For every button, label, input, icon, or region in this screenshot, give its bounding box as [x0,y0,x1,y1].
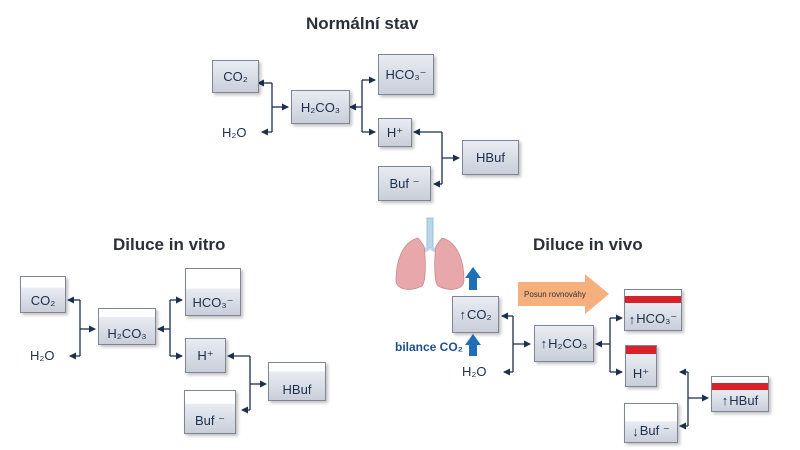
vitro-buf-label: Buf ⁻ [195,413,225,428]
vivo-buf-label: Buf ⁻ [639,423,670,438]
vivo-co2-box: ↑ CO₂ [452,296,499,333]
vivo-hco3-box: ↑ HCO₃⁻ [624,289,682,331]
blue-up-arrow-icon [465,267,481,290]
vitro-co2-box: CO₂ [20,276,66,313]
hbuf-label: HBuf [476,150,505,165]
shift-arrow-icon [518,274,609,314]
bilance-label: bilance CO₂ [395,340,464,354]
h-label: H⁺ [386,124,404,140]
vivo-h-label: H⁺ [632,366,650,381]
up-arrow-icon: ↑ [628,312,636,327]
buf-label: Buf ⁻ [389,175,420,191]
hbuf-box: HBuf [462,140,519,175]
blue-up-arrow-icon [465,334,481,356]
h-box: H⁺ [378,118,412,147]
vitro-hco3-box: HCO₃⁻ [185,268,241,316]
vitro-h-label: H⁺ [197,347,214,363]
vivo-h2co3-box: ↑ H₂CO₃ [534,325,594,362]
vitro-buf-box: Buf ⁻ [184,390,236,434]
co2-label: CO₂ [223,69,248,84]
hco3-box: HCO₃⁻ [378,54,434,95]
vivo-hbuf-box: ↑ HBuf [711,376,769,412]
co2-box: CO₂ [212,60,259,93]
vivo-hbuf-label: HBuf [729,393,759,408]
vivo-buf-box: ↓ Buf ⁻ [624,403,678,443]
vivo-h-box: H⁺ [625,345,657,387]
h2co3-box: H₂CO₃ [291,90,350,124]
vivo-h2o-label: H₂O [462,364,487,379]
vitro-hbuf-label: HBuf [282,382,312,397]
h2o-label: H₂O [222,125,247,140]
vitro-h2o-label: H₂O [30,348,55,363]
vivo-hco3-label: HCO₃⁻ [636,311,678,326]
title-vitro: Diluce in vitro [113,235,226,254]
vitro-h2co3-box: H₂CO₃ [98,308,156,345]
vitro-hbuf-box: HBuf [268,362,326,401]
vivo-h2co3-label: H₂CO₃ [548,336,588,351]
vitro-h-box: H⁺ [185,338,226,373]
hco3-label: HCO₃⁻ [385,66,427,82]
title-normal: Normální stav [306,14,419,33]
vitro-h2co3-label: H₂CO₃ [107,326,147,341]
title-vivo: Diluce in vivo [533,235,643,254]
down-arrow-icon: ↓ [632,424,639,439]
lungs-icon [395,217,465,290]
vitro-hco3-label: HCO₃⁻ [192,295,234,310]
up-arrow-icon: ↑ [721,393,729,408]
h2co3-label: H₂CO₃ [300,99,341,115]
up-arrow-icon: ↑ [540,336,548,351]
buf-box: Buf ⁻ [378,166,431,201]
up-arrow-icon: ↑ [459,307,466,322]
posun-label: Posun rovnováhy [524,290,586,299]
vitro-co2-label: CO₂ [30,293,56,308]
vivo-co2-label: CO₂ [466,307,492,322]
